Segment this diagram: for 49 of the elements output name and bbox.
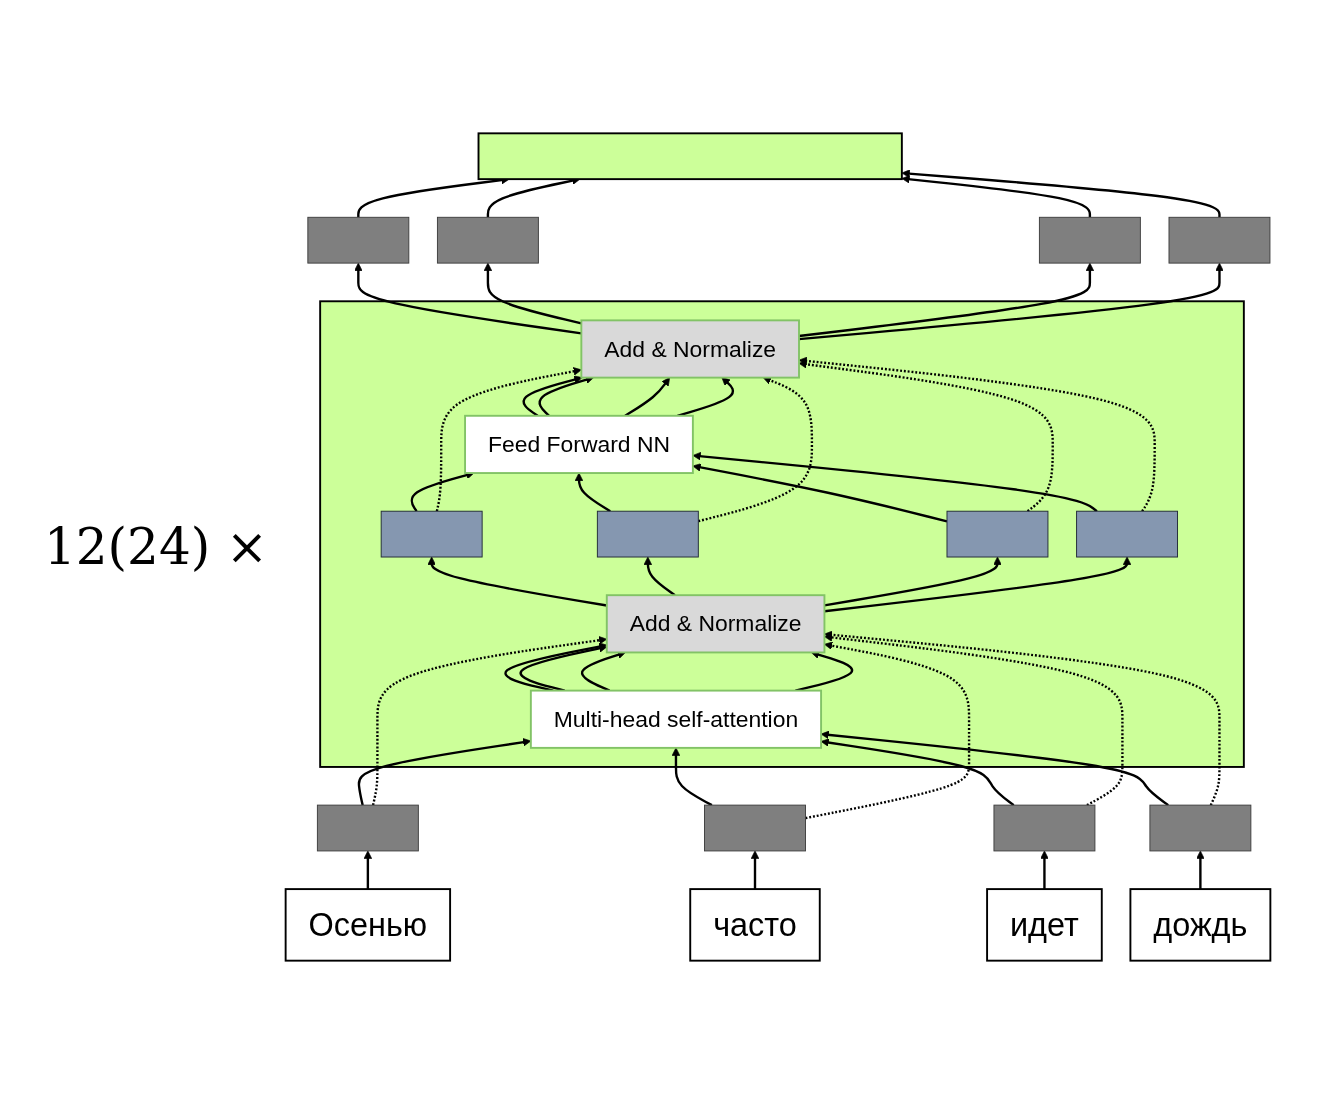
arrow [522, 375, 583, 417]
arrow [824, 556, 1002, 607]
node-box: Feed Forward NN [464, 414, 694, 474]
node-box: Multi-head self-attention [529, 689, 823, 749]
node-bar [437, 216, 539, 264]
arrow [901, 169, 1221, 218]
cluster [319, 300, 1245, 768]
arrow [435, 367, 582, 512]
node-bar [380, 510, 483, 558]
node-bar [704, 804, 806, 852]
arrow [643, 556, 676, 597]
node-box: Add & Normalize [605, 594, 826, 654]
arrow [1196, 850, 1205, 890]
node-bar [596, 510, 699, 558]
arrow [354, 262, 582, 335]
arrow [1040, 850, 1049, 890]
node-bar [1149, 804, 1252, 852]
arrow [750, 850, 760, 890]
node-box: дождь [1129, 888, 1272, 962]
arrow [671, 747, 713, 807]
node-box: часто [689, 888, 821, 962]
node-bar [946, 510, 1049, 558]
node-box: Осенью [284, 888, 452, 962]
arrow [698, 376, 814, 523]
arrow [410, 471, 475, 512]
node-bar [307, 216, 410, 264]
arrow [427, 556, 607, 607]
arrow [901, 175, 1092, 218]
node-box: идет [986, 888, 1103, 962]
node-bar [316, 804, 419, 852]
arrow [363, 850, 373, 890]
node-box [477, 132, 903, 181]
node-bar [1168, 216, 1271, 264]
arrow [357, 738, 532, 806]
arrow [483, 262, 582, 325]
arrow [824, 556, 1132, 613]
arrow [624, 377, 671, 417]
arrow [574, 472, 611, 513]
node-bar [1038, 216, 1141, 264]
node-bar [993, 804, 1096, 852]
node-bar [1076, 510, 1179, 558]
arrow [824, 633, 1124, 807]
repeat-count-label: 12(24) × [43, 518, 269, 576]
node-box: Add & Normalize [580, 319, 800, 379]
arrow [805, 641, 971, 820]
arrow [692, 463, 948, 523]
arrow [824, 630, 1221, 806]
arrow [677, 377, 735, 417]
arrow [692, 452, 1098, 513]
